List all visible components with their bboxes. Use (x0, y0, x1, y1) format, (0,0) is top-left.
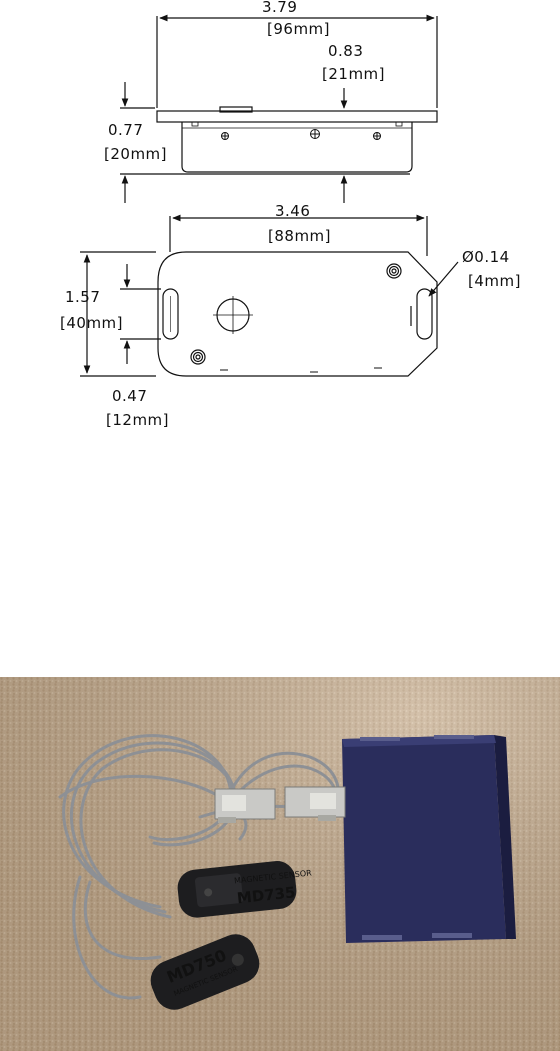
housing-body (181, 122, 413, 173)
mounting-plate (157, 251, 438, 377)
db9-adapter-2 (284, 786, 346, 821)
enclosure (342, 735, 516, 943)
height-mm: [20mm] (104, 145, 167, 163)
overall-width-in: 3.79 (262, 0, 297, 16)
width-in: 1.57 (65, 288, 100, 306)
hole-dia-in: Ø0.14 (462, 248, 510, 266)
left-slot (162, 288, 179, 340)
length-in: 3.46 (275, 202, 310, 220)
cable-bundle (58, 734, 347, 1000)
standoff-bottom-left (190, 349, 206, 365)
product-photo: MAGNETIC SENSOR MD735 MD750 MAGNETIC SEN… (0, 677, 560, 1051)
length-mm: [88mm] (268, 227, 331, 245)
standoff-top-right (386, 263, 402, 279)
overall-width-mm: [96mm] (267, 20, 330, 38)
screw-holes (221, 129, 381, 140)
hole-leader (428, 261, 459, 297)
slot-offset-mm: [12mm] (106, 411, 169, 429)
module-md735: MAGNETIC SENSOR MD735 (177, 861, 313, 918)
plan-view (80, 214, 459, 377)
width-mm: [40mm] (60, 314, 123, 332)
side-view (120, 14, 438, 203)
technical-drawing: 3.79 [96mm] 0.83 [21mm] 0.77 [20mm] (60, 0, 521, 429)
db9-adapter-1 (214, 788, 276, 823)
right-slot (416, 288, 433, 340)
module-md750: MD750 MAGNETIC SENSOR (150, 934, 260, 1010)
slot-offset-in: 0.47 (112, 387, 147, 405)
hole-dia-mm: [4mm] (468, 272, 521, 290)
flange (156, 110, 438, 123)
inset-in: 0.83 (328, 42, 363, 60)
height-in: 0.77 (108, 121, 143, 139)
inset-mm: [21mm] (322, 65, 385, 83)
